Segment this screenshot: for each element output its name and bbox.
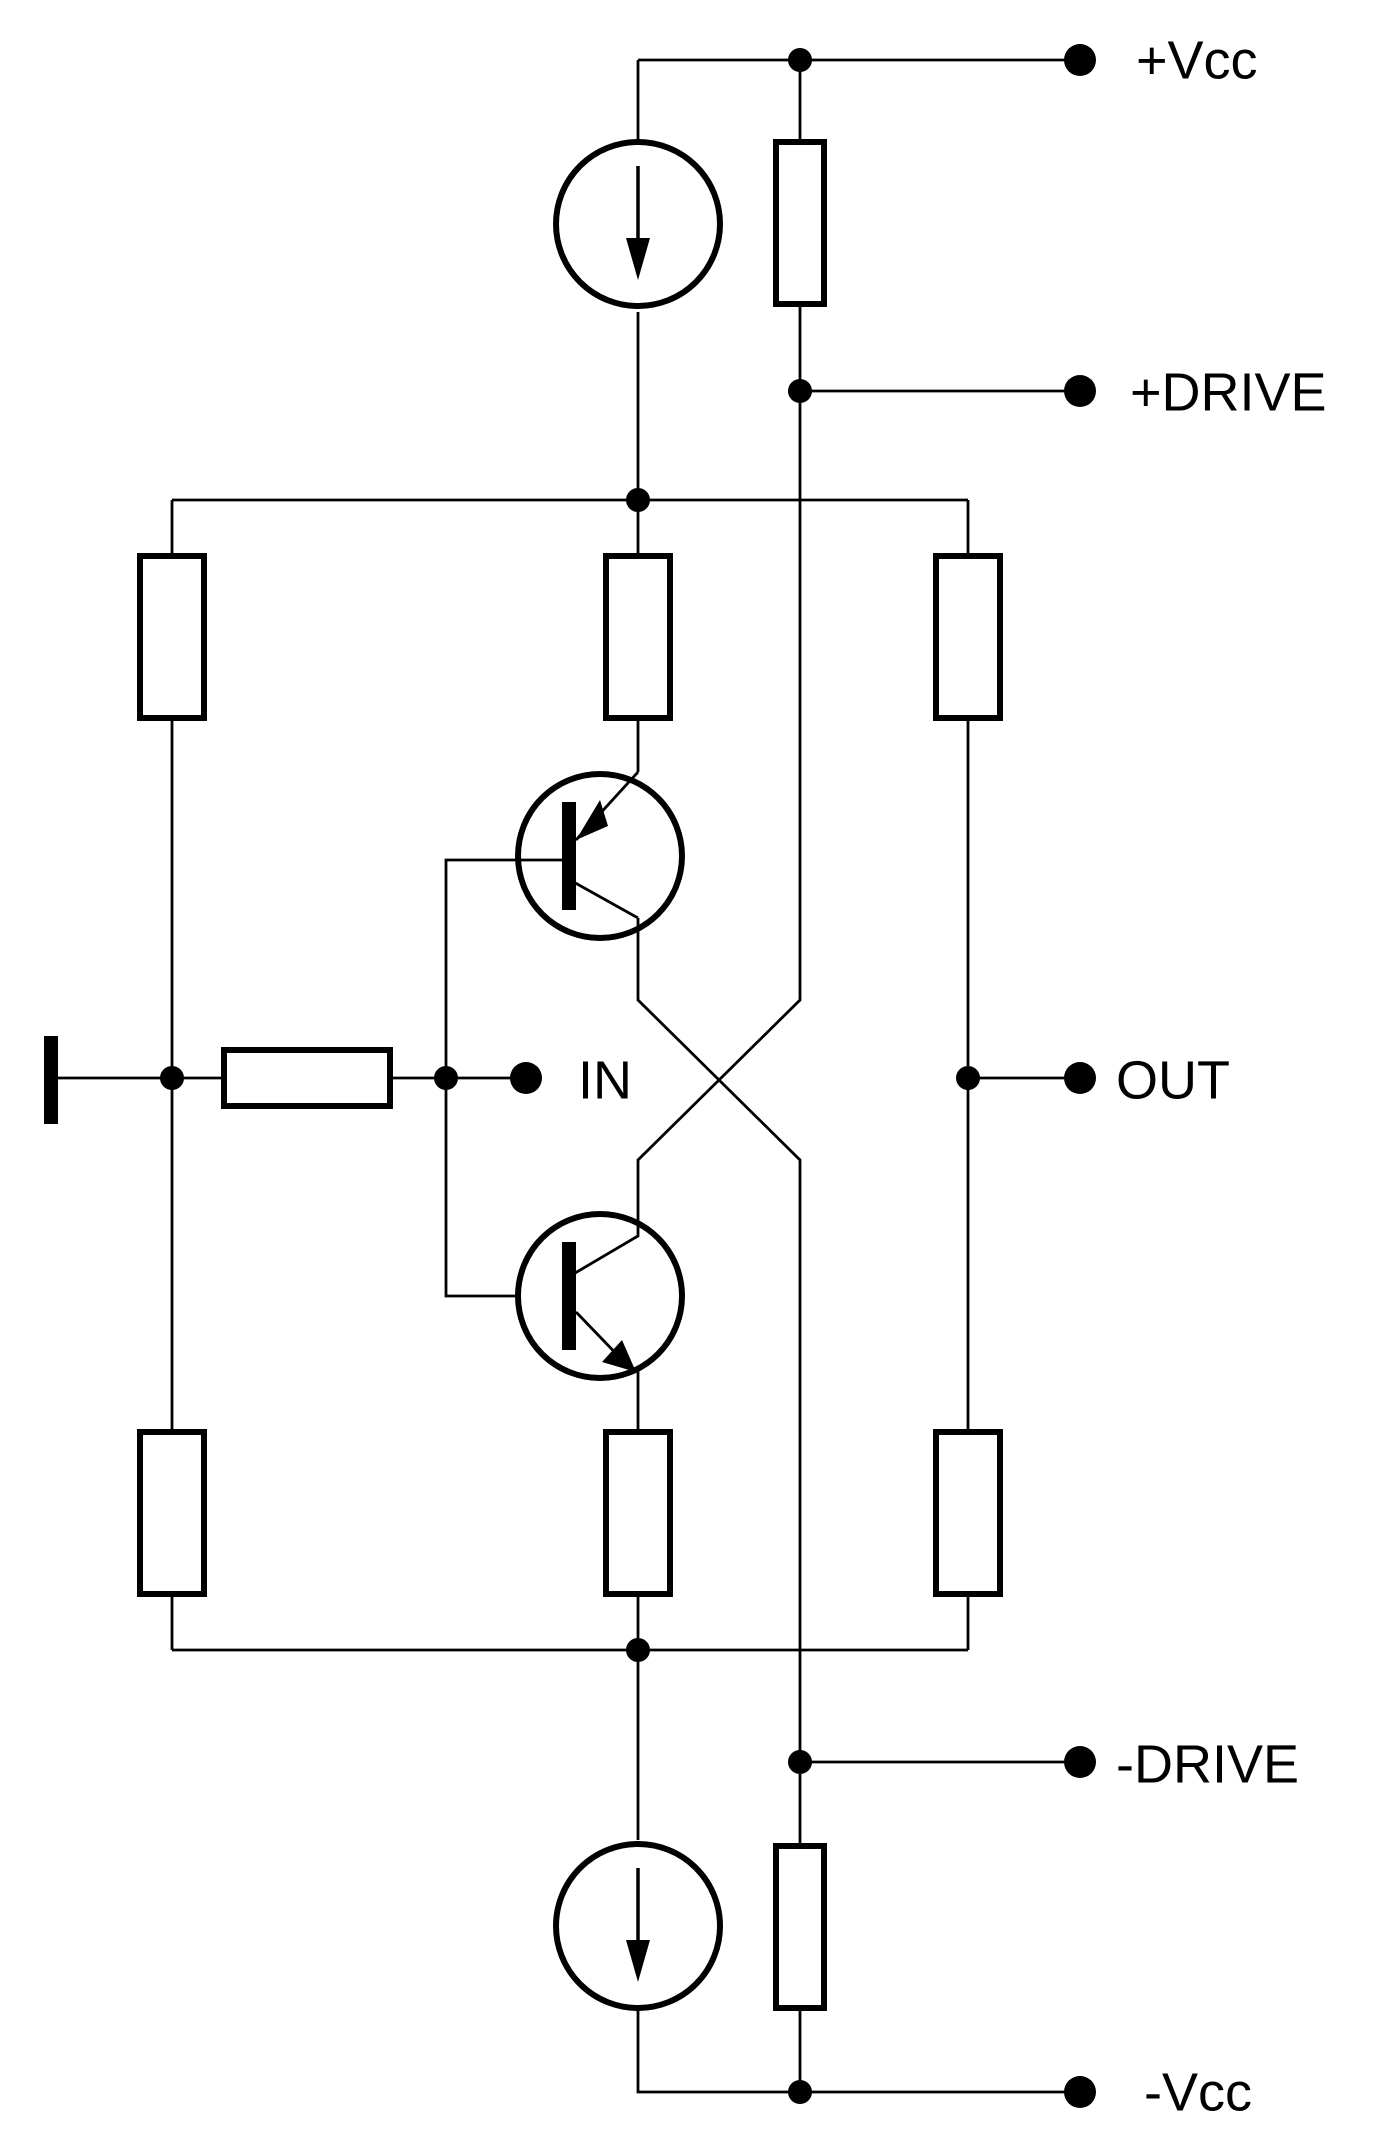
wire-lower-emitter-lead [627,1364,640,1432]
resistor-right-upper [933,553,1003,721]
terminal-dot-plus-drive [1064,375,1096,407]
transistor-lower [515,1211,685,1381]
arrow-down-icon [626,238,650,280]
label-plus-drive: +DRIVE [1130,362,1327,422]
label-input: IN [578,1050,632,1110]
wire-drive-right [636,304,802,1192]
resistor-mid-lower [603,1429,673,1597]
label-output: OUT [1116,1050,1230,1110]
junction-dots [160,48,980,2104]
resistor-mid-upper [603,553,673,721]
terminal-labels: +Vcc +DRIVE IN OUT -DRIVE -Vcc [578,30,1327,2122]
terminal-dot-input [510,1062,542,1094]
ground-bar-icon [44,1036,58,1124]
resistor-right-lower [933,1429,1003,1597]
label-minus-vcc: -Vcc [1144,2062,1252,2122]
label-plus-vcc: +Vcc [1136,30,1258,90]
resistor-left-upper [137,553,207,721]
terminal-dot-plus-vcc [1064,44,1096,76]
emitter-arrow-icon [576,800,608,840]
terminals [510,44,1096,2108]
resistor-input [221,1047,393,1109]
terminal-dot-minus-drive [1064,1746,1096,1778]
wire-bottom-source-lead [636,2010,1080,2094]
resistor-drive-vee [773,1843,827,2011]
wire-upper-emitter-diag [569,878,639,920]
transistor-upper [515,771,685,941]
wire-upper-emitter [636,918,802,1432]
label-minus-drive: -DRIVE [1116,1734,1299,1794]
wire-lower-collector-diag [569,1192,640,1278]
wires [56,58,1080,2094]
arrow-down-icon [626,1940,650,1982]
current-source-bottom [553,1841,723,2011]
current-source-top [553,139,723,309]
resistor-left-lower [137,1429,207,1597]
emitter-arrow-icon [602,1340,636,1372]
terminal-dot-minus-vcc [1064,2076,1096,2108]
terminal-dot-output [1064,1062,1096,1094]
resistor-vcc-drive [773,139,827,307]
